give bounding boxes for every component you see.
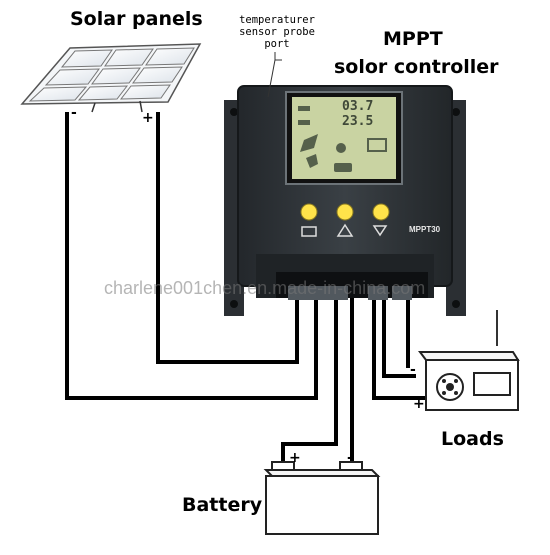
temp-port-line-1: temperaturer <box>239 14 315 26</box>
probe-pointer-line <box>274 52 282 61</box>
controller-buttons <box>300 203 390 237</box>
battery-negative-sign: - <box>347 450 353 466</box>
watermark-text: charlene001chen.en.made-in-china.com <box>104 278 426 298</box>
battery-label: Battery <box>182 494 263 516</box>
panel-positive-sign: + <box>142 110 154 126</box>
lcd-readout-line-1: 03.7 <box>342 99 374 114</box>
battery-positive-sign: + <box>289 450 301 466</box>
probe-pointer-line-2 <box>267 59 276 98</box>
load-negative-sign: - <box>410 362 416 378</box>
wire-load-positive-b <box>372 298 432 400</box>
controller-title-line-1: MPPT <box>383 28 443 50</box>
model-label: MPPT30 <box>409 225 441 234</box>
battery-icon <box>263 461 381 535</box>
wires <box>65 112 432 470</box>
wire-panel-negative <box>65 112 318 400</box>
wire-load-negative <box>382 298 416 378</box>
loads-label: Loads <box>441 428 504 450</box>
temp-port-line-2: sensor probe <box>239 26 315 38</box>
controller-title-line-2: solor controller <box>334 56 499 78</box>
temperature-probe-port-label: temperaturer sensor probe port <box>228 14 326 50</box>
wire-panel-positive <box>156 112 299 364</box>
lcd-readout-line-2: 23.5 <box>342 114 374 129</box>
temp-port-line-3: port <box>264 38 290 50</box>
solar-panel-icon <box>20 43 202 113</box>
wire-battery-positive <box>281 298 338 462</box>
radio-load-icon <box>418 310 520 411</box>
panel-negative-sign: - <box>71 105 77 121</box>
solar-panels-label: Solar panels <box>70 8 203 30</box>
load-positive-sign: + <box>413 396 425 412</box>
lcd-screen <box>285 91 403 185</box>
